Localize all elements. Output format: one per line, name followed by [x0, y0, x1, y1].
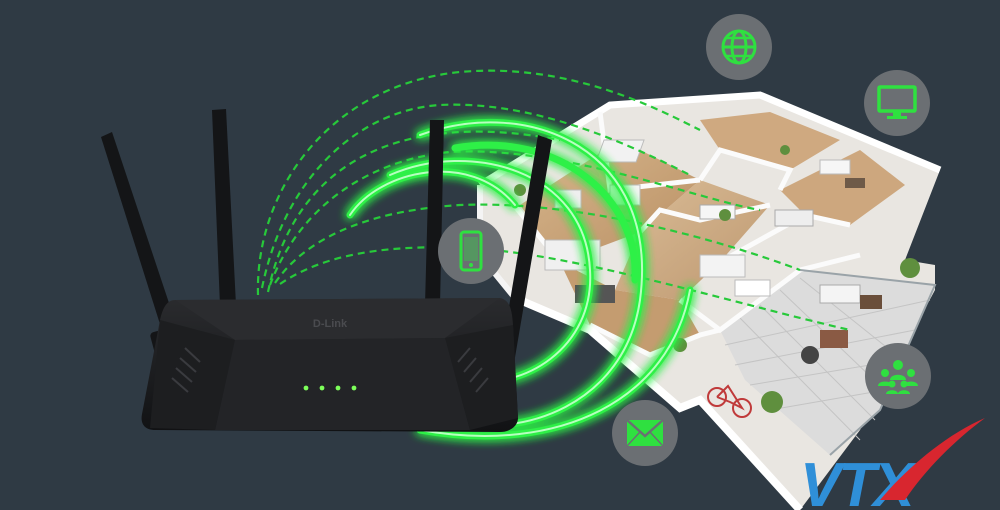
vtx-logo-swoosh	[880, 418, 985, 500]
envelope-icon	[612, 400, 678, 466]
people-group-icon	[865, 343, 931, 409]
smartphone-icon	[438, 218, 504, 284]
router-brand-logo: D-Link	[313, 318, 348, 330]
wifi-arc-cores	[349, 121, 691, 437]
router-vents	[171, 347, 489, 393]
router-status-leds	[303, 385, 357, 391]
vtx-watermark: VTX	[800, 418, 985, 510]
monitor-icon	[864, 70, 930, 136]
floor-plan-house	[477, 91, 942, 510]
plants	[514, 145, 920, 413]
bicycle	[707, 384, 752, 418]
globe-icon	[706, 14, 772, 80]
router: D-Link	[101, 109, 552, 432]
